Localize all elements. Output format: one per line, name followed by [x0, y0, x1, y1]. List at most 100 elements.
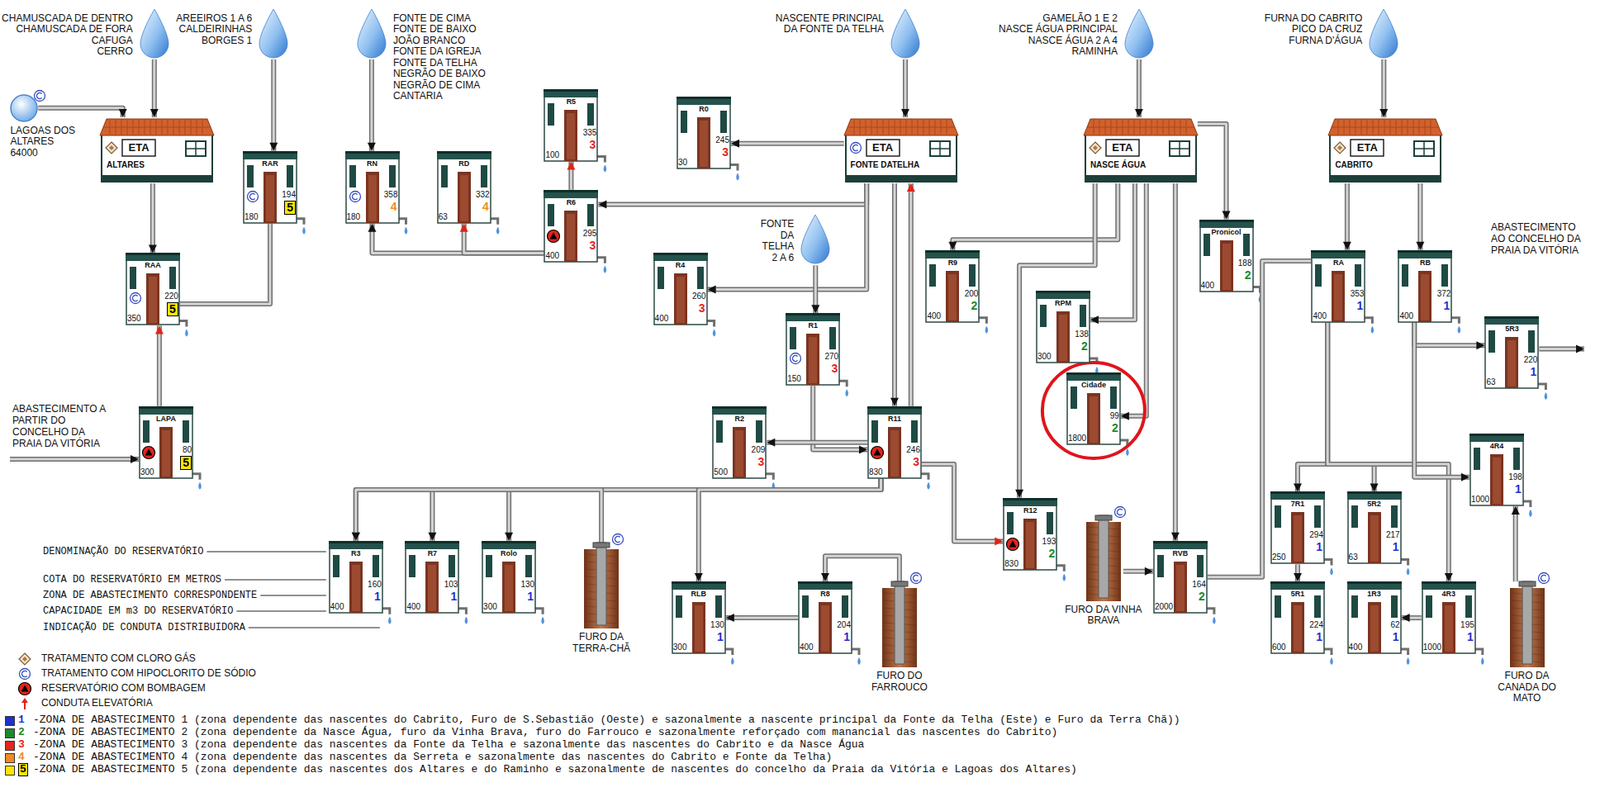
zone-number: 1 [1530, 365, 1538, 379]
reservoir-capacity: 1800 [1068, 433, 1087, 443]
reservoir-door [1056, 311, 1070, 363]
reservoir-wall [672, 588, 726, 654]
outlet-drop [712, 328, 717, 337]
arrow-head [1015, 489, 1024, 499]
hypochlorite-mark [37, 92, 43, 99]
reservoir-capacity: 830 [1004, 559, 1019, 569]
reservoir-window [480, 165, 488, 188]
zone-number: 1 [1392, 631, 1400, 644]
outlet-drop [1406, 567, 1411, 575]
reservoir-door-panel [1507, 340, 1516, 387]
reservoir-capacity: 400 [1201, 280, 1216, 290]
zone-number: 1 [1357, 299, 1364, 313]
reservoir: LAPA300805 [138, 406, 194, 480]
source-names: NASCENTE PRINCIPAL DA FONTE DA TELHA [759, 13, 884, 36]
leader-line [248, 627, 380, 629]
plant-tag: ETA [122, 141, 156, 155]
source-name: JOÃO BRANCO [393, 35, 486, 48]
reservoir-elevation: 99 [1110, 411, 1120, 421]
hypochlorite-mark [351, 193, 357, 200]
reservoir-window [1110, 386, 1117, 409]
reservoir-roof [404, 541, 460, 550]
arrow-head [1090, 315, 1099, 324]
pipe-connector [368, 223, 545, 254]
window-bar [1169, 147, 1190, 150]
plant-building [1083, 117, 1198, 184]
hypochlorite-badge [612, 534, 624, 546]
zone-number: 5 [166, 302, 179, 317]
chlorine-gas-badge [1334, 142, 1346, 154]
reservoir-roof [867, 406, 922, 415]
reservoir-elevation: 164 [1191, 579, 1206, 589]
plant-base [1329, 175, 1441, 182]
source-name: FONTE DE CIMA [393, 13, 486, 25]
reservoir: Rolo3001301 [481, 541, 537, 614]
reservoir-door-panel [1370, 605, 1379, 652]
arrow-head [148, 244, 157, 253]
reservoir-door-panel [351, 564, 361, 612]
reservoir-roof-edge [925, 250, 980, 253]
reservoir-wall [346, 158, 399, 224]
reservoir-door [425, 561, 439, 613]
outlet-drop [404, 227, 409, 235]
pump-symbol [1006, 537, 1020, 551]
pipe-outline [1414, 322, 1485, 347]
reservoir-door [365, 171, 380, 224]
reservoir-roof [671, 581, 727, 590]
pipe-core [272, 59, 276, 152]
reservoir-wall [925, 257, 979, 323]
reservoir-name: 5R2 [1347, 499, 1402, 509]
reservoir-wall [868, 413, 922, 479]
reservoir-elevation: 138 [1074, 329, 1089, 339]
source-name: PICO DA CRUZ [1264, 23, 1363, 36]
hypochlorite-mark [22, 670, 28, 677]
reservoir-name: 5R3 [1484, 324, 1539, 333]
reservoir-roof [1347, 491, 1402, 500]
water-drop-shape [1125, 9, 1154, 58]
pipe-connector [948, 183, 1118, 251]
reservoir-door-panel [890, 430, 899, 477]
reservoir-window [1351, 505, 1358, 528]
pump-triangle [1009, 540, 1017, 547]
reservoir-window [1314, 505, 1321, 528]
pipe-core [1345, 183, 1349, 251]
pipe-outline [1090, 183, 1135, 320]
reservoir-door-panel [1370, 515, 1379, 562]
plant-tag: ETA [1350, 141, 1384, 155]
outlet-drop [465, 617, 469, 625]
reservoir: 7R12502941 [1270, 491, 1325, 565]
pipe-connector [901, 59, 910, 118]
reservoir-window [1401, 264, 1409, 287]
reservoir-window [1351, 595, 1358, 618]
reservoir-roof-edge [1347, 581, 1402, 584]
reservoir-capacity: 250 [1272, 552, 1287, 562]
reservoir-door [1418, 270, 1432, 323]
reservoir-name: 4R3 [1421, 589, 1477, 599]
pump-symbol [547, 229, 561, 243]
plant-wall [1329, 133, 1441, 182]
reservoir-door-panel [566, 113, 575, 160]
treatment-plant: ETAALTARES [99, 117, 214, 184]
arrow-head [890, 398, 899, 407]
pipe-connector [1415, 183, 1425, 251]
reservoir: R0302453 [676, 96, 732, 170]
outlet-drop [185, 328, 189, 337]
pipe-connector [906, 183, 916, 407]
reservoir-window [1196, 555, 1204, 578]
source-name: CHAMUSCADA DE FORA [1, 23, 133, 36]
reservoir-door-panel [699, 120, 708, 167]
reservoir-wall [1036, 298, 1090, 363]
pipe-outline [766, 440, 868, 446]
pipe-connector [1414, 322, 1485, 351]
reservoir-wall [677, 104, 731, 169]
reservoir-roof-edge [671, 581, 727, 584]
zone-number: 1 [1315, 631, 1323, 644]
pipe-core [909, 183, 912, 407]
key-label: INDICAÇÃO DE CONDUTA DISTRIBUIDORA [42, 621, 246, 634]
water-drop [137, 8, 171, 60]
reservoir-door [564, 210, 578, 262]
pipe-connector [1134, 59, 1144, 118]
reservoir-window [1070, 386, 1078, 409]
reservoir-name: Pronicol [1199, 227, 1254, 237]
legend-swatch [4, 740, 15, 751]
